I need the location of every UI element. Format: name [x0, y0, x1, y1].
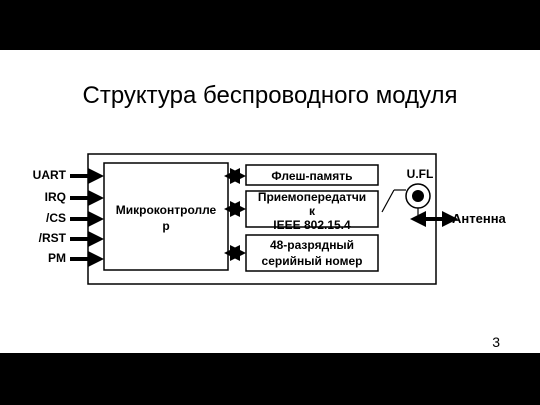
signal-label-cs: /CS — [46, 211, 66, 225]
flash-block — [245, 164, 379, 186]
transceiver-label-2: к — [309, 204, 316, 218]
page-number: 3 — [492, 334, 500, 350]
signal-label-pm: PM — [48, 251, 66, 265]
slide-title: Структура беспроводного модуля — [82, 82, 458, 109]
signal-label-rst: /RST — [39, 231, 67, 245]
transceiver-label-1: Приемопередатчи — [258, 190, 366, 204]
signal-label-irq: IRQ — [45, 190, 66, 204]
mcu-label-2: р — [162, 219, 169, 233]
serial-label-2: серийный номер — [262, 254, 363, 268]
ufl-connector-core — [412, 190, 424, 202]
transceiver-block — [245, 190, 379, 228]
serial-block — [245, 234, 379, 272]
flash-label: Флеш-память — [271, 169, 352, 183]
signal-label-uart: UART — [33, 168, 67, 182]
antenna-label: Антенна — [452, 211, 507, 226]
serial-label-1: 48-разрядный — [270, 238, 354, 252]
module-diagram: Микроконтролле р Флеш-память Приемоперед… — [33, 153, 507, 285]
mcu-label-1: Микроконтролле — [116, 203, 217, 217]
transceiver-to-ufl-line — [381, 189, 395, 213]
ufl-label: U.FL — [407, 167, 434, 181]
transceiver-label-3: IEEE 802.15.4 — [273, 218, 351, 232]
